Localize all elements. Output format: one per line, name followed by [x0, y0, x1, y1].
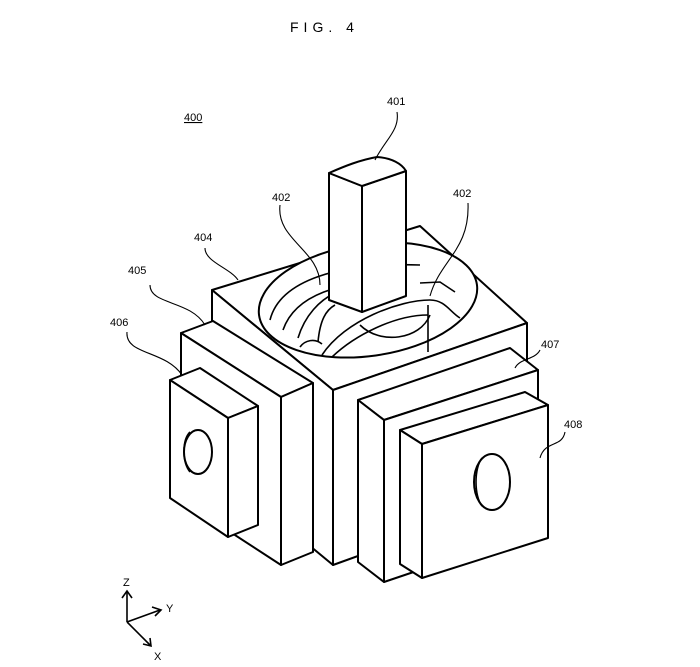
- label-402-left: 402: [272, 192, 290, 204]
- figure-title: FIG. 4: [290, 19, 359, 35]
- axis-x-label: X: [154, 651, 162, 663]
- knob-406: [183, 429, 213, 475]
- module-406: [169, 367, 259, 538]
- label-401: 401: [387, 96, 405, 108]
- reference-number: 400: [184, 112, 202, 124]
- label-405: 405: [128, 265, 146, 277]
- lever-401: [328, 156, 407, 313]
- label-404: 404: [194, 232, 212, 244]
- label-407: 407: [541, 339, 559, 351]
- axis-y-label: Y: [166, 603, 174, 615]
- axis-z-label: Z: [123, 577, 130, 589]
- x-axis-arrow: [126, 621, 151, 646]
- y-axis-arrow: [126, 609, 161, 623]
- module-408: [399, 391, 549, 579]
- label-402-right: 402: [453, 188, 471, 200]
- knob-408: [473, 453, 511, 511]
- axis-indicator: [121, 589, 163, 648]
- leader-lines: [126, 111, 566, 459]
- label-406: 406: [110, 317, 128, 329]
- label-408: 408: [564, 419, 582, 431]
